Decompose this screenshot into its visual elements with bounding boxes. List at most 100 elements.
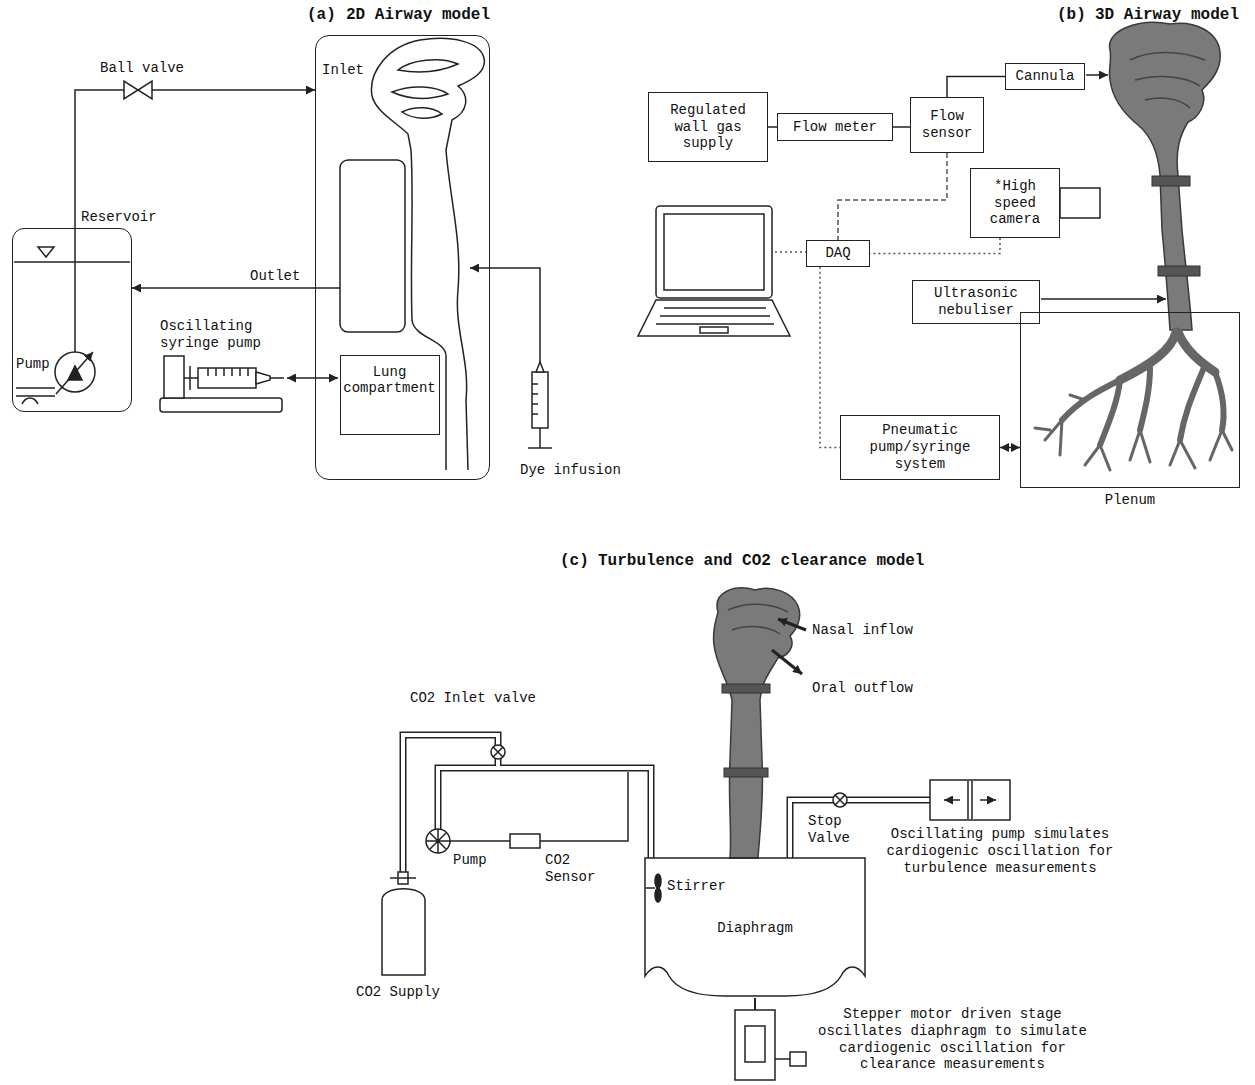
pump-symbol [426,829,450,853]
port-label: Inlet [322,62,364,79]
chamber-outline [645,858,865,996]
outflow-arrow [772,650,802,674]
dye-syringe-barrel [532,372,548,428]
flow-connector [947,76,1005,97]
note-label: Stepper motor driven stage oscillates di… [815,1006,1090,1073]
dye-syringe-plunger [528,384,552,448]
airway-model-panel: 2D Airway modelLung compartment [315,35,490,480]
note-label: Oscillating pump simulates cardiogenic o… [880,826,1120,876]
gas-tube [438,768,651,858]
stop-valve-symbol [833,793,847,807]
inlet-valve-symbol [491,745,505,759]
pump-adjust-arrow [56,352,93,394]
node-title: Lung compartment [343,364,435,398]
stop-valve-symbol [835,795,845,805]
stirrer-blade [655,874,661,888]
syringe-plunger [184,366,198,390]
sensor-label: CO2 Sensor [545,852,607,886]
nasal-turbinate [398,60,458,72]
pump-symbol [426,829,450,853]
flow-connector [893,126,910,128]
bronchial-tree [1035,395,1232,470]
flow-connector [132,287,315,289]
stepper-stage [735,1010,775,1080]
airway-ring [1152,176,1190,186]
signal-line [870,238,1000,253]
dye-syringe-tip [536,362,544,372]
flow-meter-box: Flow meter [777,113,893,141]
airway-block [340,160,405,332]
cylinder-valve [398,872,408,884]
piston-arrow [980,799,996,801]
node-title: 2D Airway model [346,6,490,25]
stirrer-blade [655,888,661,902]
pump-motor [164,356,184,398]
pump-triangle [68,366,82,380]
device-label: Oscillating syringe pump [160,318,285,352]
flow-connector [768,126,777,128]
node-title: Regulated wall gas supply [655,102,761,152]
outlet-pipe [316,287,340,289]
airway-3d-model [713,588,799,858]
bronchial-tree [1062,365,1224,445]
plenum-box: Plenum [1020,312,1240,488]
gas-cylinder [382,889,425,975]
stepper-slider [745,1026,765,1062]
lung-compartment: Lung compartment [340,355,440,435]
laptop-touchpad [700,327,728,333]
signal-line [838,153,947,240]
airway-3d-detail [1130,53,1205,109]
node-text: Diaphragm [645,920,865,937]
water-level-line [14,261,130,263]
piston-arrow [944,799,960,801]
camera-lens [1060,188,1100,218]
valve-label: Ball valve [100,60,184,77]
node-title: Cannula [1016,68,1075,85]
camera-box: *High speed camera [970,168,1060,238]
cylinder-valve-handle [390,877,416,879]
device-label: Dye infusion [520,462,621,479]
panel-letter: (b) [1057,6,1086,25]
flow-sensor-box: Flow sensor [910,97,984,153]
supply-pipe [74,228,76,352]
inflow-arrow [778,619,806,630]
pump-label: Pump [16,356,50,373]
syringe-graduations [208,368,248,376]
node-title: Flow sensor [917,108,977,142]
gas-supply-box: Regulated wall gas supply [648,92,768,162]
sample-line [450,772,628,841]
pump-piston [968,781,972,819]
oscillating-pump [930,780,1010,820]
supply-label: CO2 Supply [356,984,440,1001]
pump-base [160,398,282,412]
node-title: Reservoir [81,209,157,226]
nebuliser-arrow [1041,298,1166,300]
pump-drive-symbol [16,388,55,404]
panel-letter: (a) [307,6,336,25]
airway-ring [722,684,770,693]
dye-line [470,268,540,362]
cannula-box: Cannula [1005,63,1085,90]
laptop-display [664,214,764,290]
node-title: Stirrer [667,878,726,895]
signal-line [820,267,840,448]
valve-label: Stop Valve [808,813,858,847]
nasal-turbinate [392,87,448,98]
syringe-barrel [198,368,256,388]
flow-label: Oral outflow [812,680,913,697]
node-title: Flow meter [793,119,877,136]
gas-tube [403,735,498,872]
laptop-screen [656,206,772,298]
syringe-tip [256,372,284,384]
diaphragm-rod [754,998,756,1030]
laptop-base [638,300,790,336]
node-title: DAQ [825,245,850,262]
airway-ring [1158,266,1200,276]
port-label: Outlet [250,268,300,285]
inlet-valve-symbol [493,747,503,757]
daq-box: DAQ [806,240,870,267]
pump-label: Pump [453,852,487,869]
valve-label: CO2 Inlet valve [410,690,536,707]
mixing-chamber: StirrerDiaphragm [645,858,865,998]
